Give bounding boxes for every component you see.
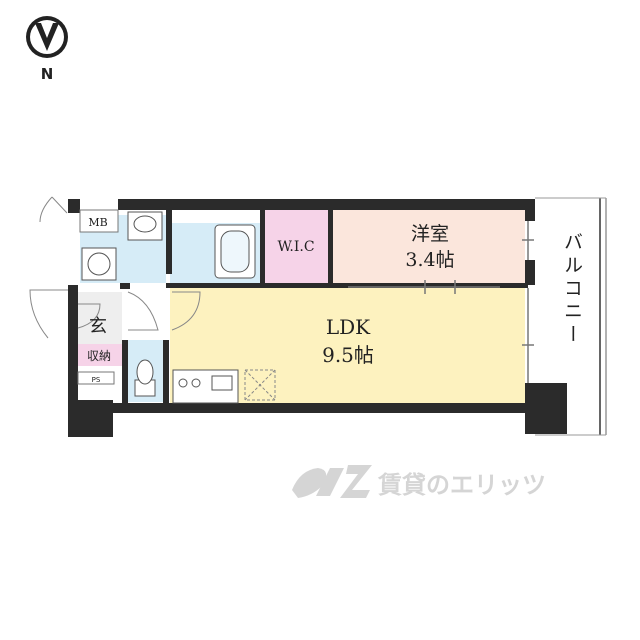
storage-area [78,344,122,366]
watermark: 賃貸のエリッツ [292,465,546,499]
entrance-floor [78,292,122,344]
kitchen-counter [172,369,239,404]
ps-label: PS [92,376,101,384]
toilet-fixture [134,359,156,397]
washing-machine-pan [81,247,117,281]
balcony [535,197,607,436]
balcony-label: バルコニー [561,232,583,347]
ldk-size: 9.5帖 [322,343,374,367]
refrigerator-space [244,369,276,401]
doors [29,196,201,339]
mb-label: MB [88,216,107,229]
wash-basin [127,211,163,241]
room-wic [264,210,328,283]
western-room-name: 洋室 [411,223,449,245]
compass-north-label: N [41,65,54,83]
bathtub [214,224,256,279]
ldk-name: LDK [326,315,371,339]
eitz-logo [292,465,372,498]
wic-label: W.I.C [277,239,314,255]
watermark-text: 賃貸のエリッツ [377,471,546,499]
western-room-size: 3.4帖 [405,249,454,271]
room-western [333,210,525,283]
compass: N [26,16,68,83]
ps-box [77,371,115,385]
mb-box [79,209,119,233]
entrance-label: 玄 [89,316,107,337]
north-arrow-icon [26,16,68,58]
sliding-doors [348,221,534,383]
walls [68,199,567,437]
storage-label: 収納 [87,349,111,363]
